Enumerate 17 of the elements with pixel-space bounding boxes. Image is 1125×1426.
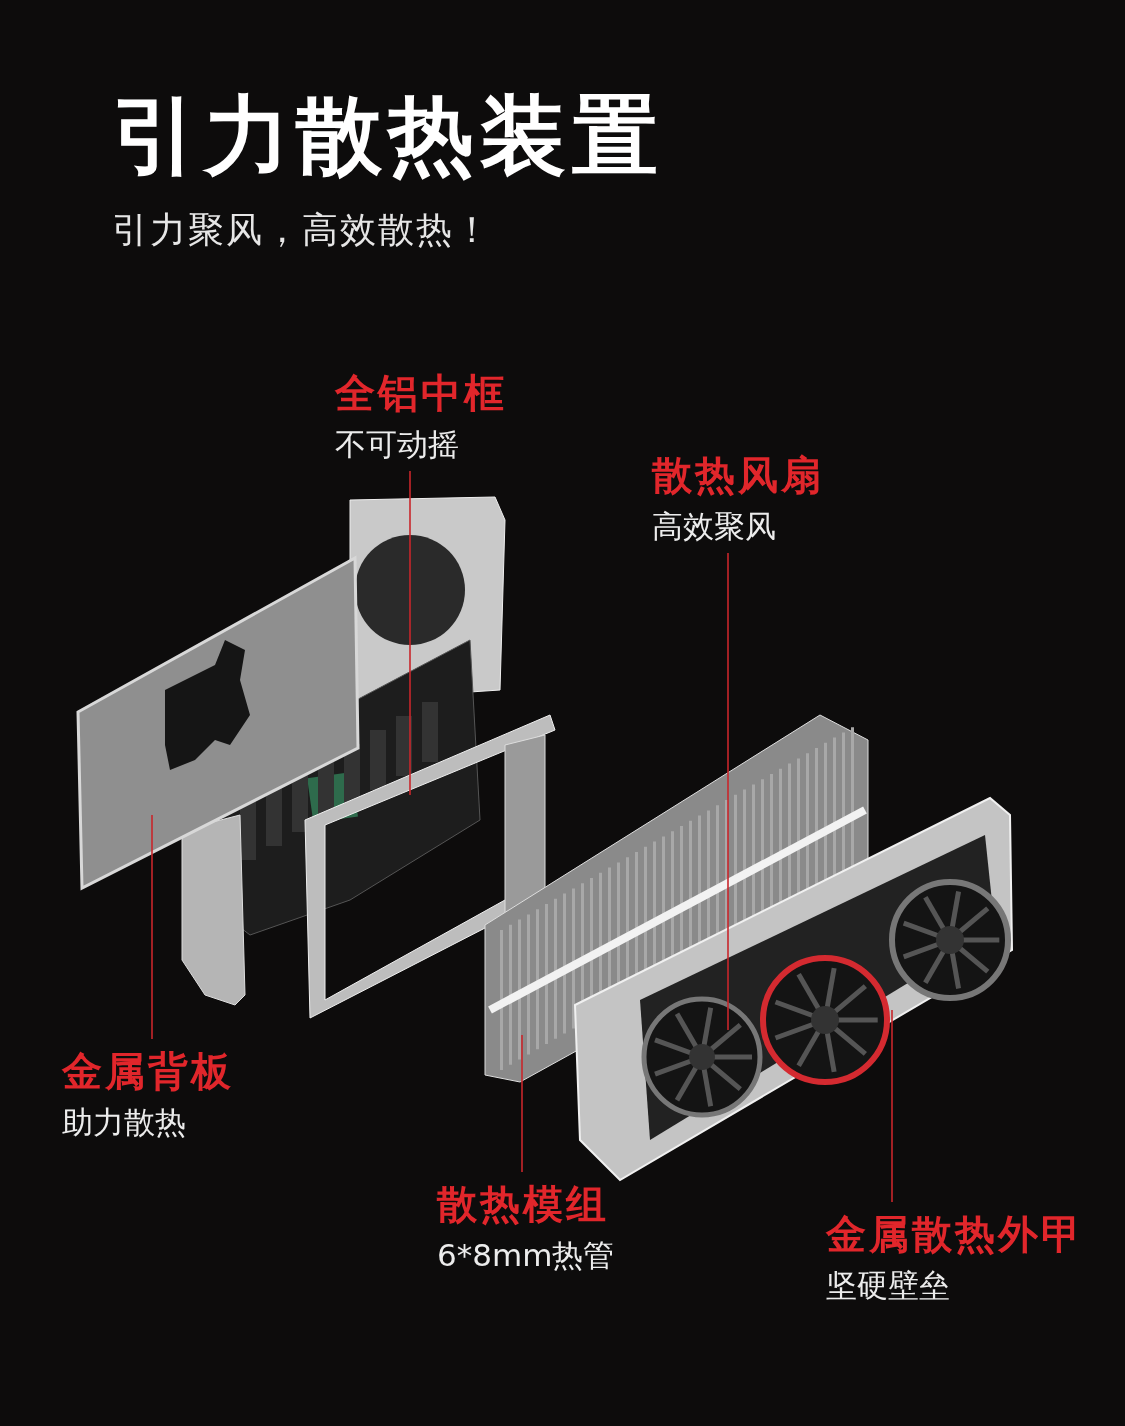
callout-description: 不可动摇 <box>335 425 460 464</box>
callout-description: 6*8mm热管 <box>437 1236 615 1275</box>
leader-line <box>727 552 729 1031</box>
callout-heading: 金属背板 <box>62 1047 234 1096</box>
title: 引力散热装置 <box>112 84 664 187</box>
leader-line <box>151 814 153 1040</box>
callout-description: 助力散热 <box>62 1103 187 1142</box>
callout-heading: 散热风扇 <box>652 451 824 500</box>
leader-line <box>891 1009 893 1203</box>
leader-line <box>409 470 411 796</box>
callout-heading: 金属散热外甲 <box>826 1210 1084 1259</box>
callout-heading: 全铝中框 <box>335 369 507 418</box>
leader-line <box>521 1034 523 1173</box>
callout-description: 高效聚风 <box>652 507 777 546</box>
subtitle: 引力聚风，高效散热！ <box>112 208 492 252</box>
callout-description: 坚硬壁垒 <box>826 1266 951 1305</box>
callout-heading: 散热模组 <box>437 1180 610 1229</box>
